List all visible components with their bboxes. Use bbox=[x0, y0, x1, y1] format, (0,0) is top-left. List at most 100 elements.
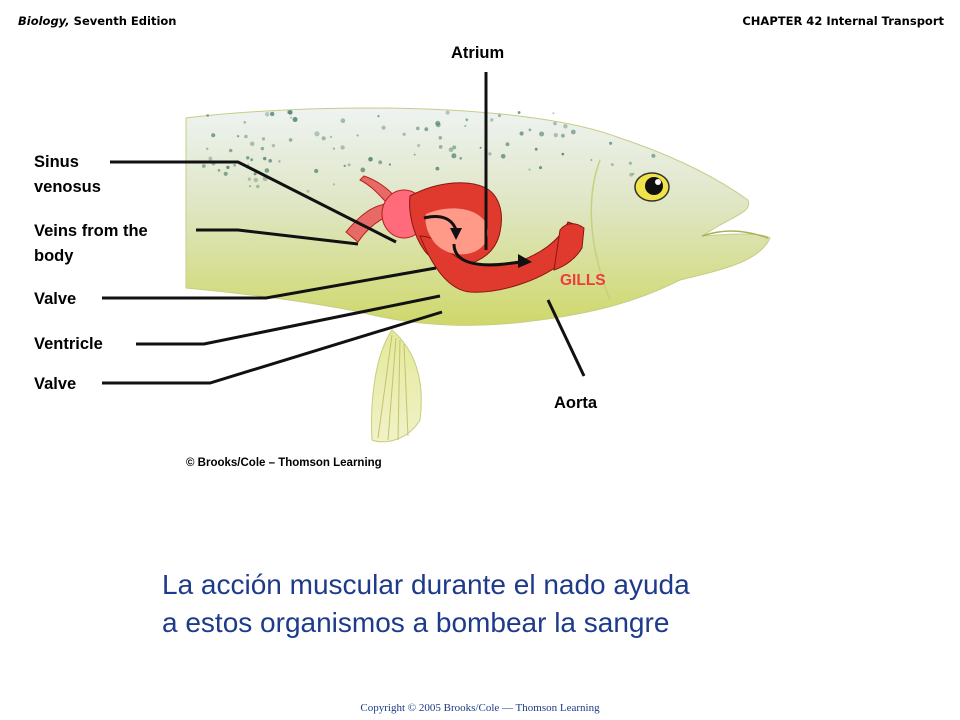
body-spot bbox=[356, 134, 359, 137]
body-spot bbox=[249, 141, 255, 147]
flow-arrow-2 bbox=[452, 243, 521, 267]
body-spot bbox=[278, 160, 281, 163]
body-spot bbox=[260, 146, 265, 151]
body-spot bbox=[552, 112, 555, 115]
body-spot bbox=[253, 172, 257, 176]
body-spot bbox=[553, 133, 558, 138]
body-spot bbox=[233, 163, 237, 167]
body-spot bbox=[438, 145, 443, 149]
body-spot bbox=[243, 121, 247, 124]
body-spot bbox=[332, 147, 335, 150]
body-spot bbox=[528, 168, 531, 171]
label-ventricle: Ventricle bbox=[34, 335, 103, 353]
body-spot bbox=[452, 145, 457, 150]
body-spot bbox=[340, 145, 345, 150]
body-spot bbox=[329, 135, 333, 139]
caption-line-1: La acción muscular durante el nado ayuda bbox=[162, 569, 690, 600]
body-spot bbox=[570, 129, 576, 135]
body-spot bbox=[246, 156, 250, 160]
image-credit: © Brooks/Cole – Thomson Learning bbox=[186, 457, 382, 469]
aorta bbox=[553, 223, 585, 271]
body-spot bbox=[528, 128, 532, 132]
body-spot bbox=[217, 169, 221, 172]
body-spot bbox=[314, 168, 319, 174]
caption-line-2: a estos organismos a bombear la sangre bbox=[162, 607, 670, 638]
sinus-venosus-leader bbox=[110, 160, 397, 244]
body-spot bbox=[378, 160, 383, 165]
body-spot bbox=[263, 156, 267, 161]
body-spot bbox=[416, 126, 420, 131]
aorta-leader bbox=[546, 299, 586, 377]
body-spot bbox=[402, 132, 406, 136]
body-spot bbox=[332, 183, 335, 186]
pelvic-fin bbox=[371, 329, 422, 443]
leader-lines bbox=[102, 72, 586, 385]
body-spot bbox=[563, 124, 568, 129]
body-spot bbox=[451, 153, 457, 159]
body-spot bbox=[343, 164, 346, 167]
body-spot bbox=[261, 137, 266, 141]
body-spot bbox=[377, 115, 380, 118]
body-spot bbox=[490, 118, 494, 122]
body-spot bbox=[651, 153, 656, 158]
label-sinus-venosus-1: Sinus bbox=[34, 153, 79, 171]
gill-cover bbox=[590, 159, 611, 301]
body-spot bbox=[609, 141, 613, 145]
body-spot bbox=[505, 142, 510, 147]
body-spot bbox=[270, 111, 275, 117]
copyright-footer: Copyright © 2005 Brooks/Cole — Thomson L… bbox=[360, 702, 600, 714]
ventricle-leader bbox=[136, 294, 441, 346]
body-spot bbox=[500, 154, 506, 159]
body-spot bbox=[448, 147, 454, 152]
eye-icon bbox=[634, 172, 670, 202]
mouth-line bbox=[701, 230, 769, 239]
label-aorta: Aorta bbox=[554, 394, 598, 412]
body-spot bbox=[465, 118, 469, 122]
label-valve-top: Valve bbox=[34, 290, 77, 308]
valve-top-leader bbox=[102, 266, 437, 300]
body-spot bbox=[553, 121, 557, 126]
body-spot bbox=[459, 156, 463, 160]
body-spot bbox=[340, 118, 346, 123]
body-spot bbox=[268, 159, 273, 163]
body-spot bbox=[271, 143, 276, 148]
body-spot bbox=[264, 112, 270, 117]
slide-caption: La acción muscular durante el nado ayuda… bbox=[162, 566, 862, 642]
body-spot bbox=[628, 161, 633, 165]
fin-rays bbox=[377, 334, 409, 441]
body-spot bbox=[306, 189, 310, 193]
body-spot bbox=[388, 163, 391, 166]
body-spot bbox=[534, 147, 538, 151]
heart bbox=[345, 175, 585, 293]
valve-bottom-leader bbox=[102, 310, 443, 385]
body-spot bbox=[464, 125, 467, 127]
veins-leader bbox=[196, 228, 359, 246]
body-spot bbox=[488, 152, 492, 156]
body-spot bbox=[539, 166, 542, 170]
body-spot bbox=[201, 164, 206, 168]
book-title: Biology, Seventh Edition bbox=[18, 14, 177, 28]
body-spot bbox=[360, 167, 366, 173]
body-spot bbox=[438, 136, 443, 140]
body-spot bbox=[288, 110, 293, 115]
body-spot bbox=[264, 168, 270, 173]
body-spot bbox=[253, 177, 258, 183]
label-sinus-venosus-2: venosus bbox=[34, 178, 101, 196]
body-spot bbox=[413, 153, 416, 156]
body-spot bbox=[539, 131, 545, 137]
body-spot bbox=[498, 114, 501, 118]
body-spot bbox=[211, 133, 216, 138]
flow-arrow-1 bbox=[423, 215, 458, 231]
body-spot bbox=[206, 114, 210, 117]
chapter-title: CHAPTER 42 Internal Transport bbox=[742, 14, 944, 28]
body-spot bbox=[629, 172, 634, 177]
label-valve-bottom: Valve bbox=[34, 375, 77, 393]
body-spot bbox=[226, 165, 230, 170]
body-spot bbox=[610, 163, 614, 167]
body-spot bbox=[347, 163, 351, 167]
body-spot bbox=[479, 146, 482, 149]
body-spot bbox=[519, 131, 524, 136]
label-veins-2: body bbox=[34, 247, 74, 265]
body-spot bbox=[368, 156, 373, 162]
